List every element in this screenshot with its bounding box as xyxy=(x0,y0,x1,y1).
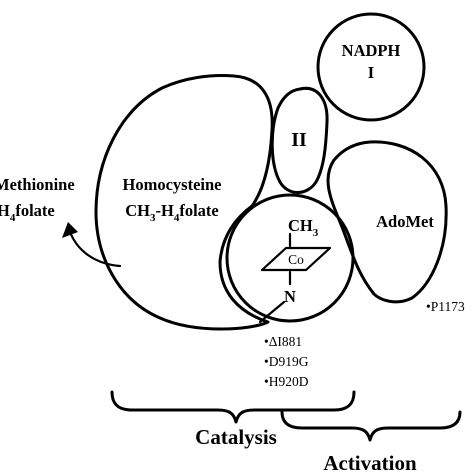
nadph-label: NADPH xyxy=(342,41,401,60)
adomet-domain: AdoMet xyxy=(326,140,448,304)
domain-i-numeral: I xyxy=(368,63,374,82)
activation-bracket: Activation xyxy=(280,410,462,474)
product-release-arrow-curve xyxy=(68,230,122,268)
homocysteine-domain: Homocysteine CH3-H4folate xyxy=(94,74,274,331)
cobalamin-domain: CH3 Co N xyxy=(225,193,355,324)
products-group: Methionine H4folate xyxy=(0,175,122,268)
ch3-h4folate-substrate-label: CH3-H4folate xyxy=(125,201,219,224)
domain-ii-label: II xyxy=(291,129,307,151)
adomet-domain-outline xyxy=(326,140,448,304)
mutation-label-activation: •P1173 xyxy=(426,299,465,314)
methyl-group-label: CH3 xyxy=(288,216,319,239)
adomet-label: AdoMet xyxy=(376,212,434,231)
nitrogen-ligand-label: N xyxy=(284,287,296,306)
product-release-arrowhead xyxy=(62,222,78,238)
catalysis-label: Catalysis xyxy=(195,425,277,449)
activation-brace xyxy=(280,410,462,442)
catalysis-bracket: Catalysis xyxy=(110,390,356,449)
domain-i-nadph: NADPH I xyxy=(316,12,426,122)
activation-label: Activation xyxy=(323,451,417,474)
mutation-label: •H920D xyxy=(264,374,309,389)
nitrogen-tail-line xyxy=(258,300,286,324)
homocysteine-label: Homocysteine xyxy=(123,175,222,194)
mutation-labels: •ΔI881 •D919G •H920D •P1173 xyxy=(264,299,465,389)
domain-i-outline xyxy=(316,12,426,122)
cobalamin-domain-outline xyxy=(225,193,355,323)
methionine-label: Methionine xyxy=(0,175,75,194)
mutation-label: •D919G xyxy=(264,354,309,369)
domain-ii-outline xyxy=(270,86,329,194)
cobalt-label: Co xyxy=(288,252,304,267)
mutation-label: •ΔI881 xyxy=(264,334,302,349)
homocysteine-domain-outline xyxy=(94,74,274,331)
h4folate-product-label: H4folate xyxy=(0,201,55,224)
catalysis-brace xyxy=(110,390,356,424)
corrin-ring-plane xyxy=(260,246,332,272)
domain-ii: II xyxy=(270,86,329,194)
